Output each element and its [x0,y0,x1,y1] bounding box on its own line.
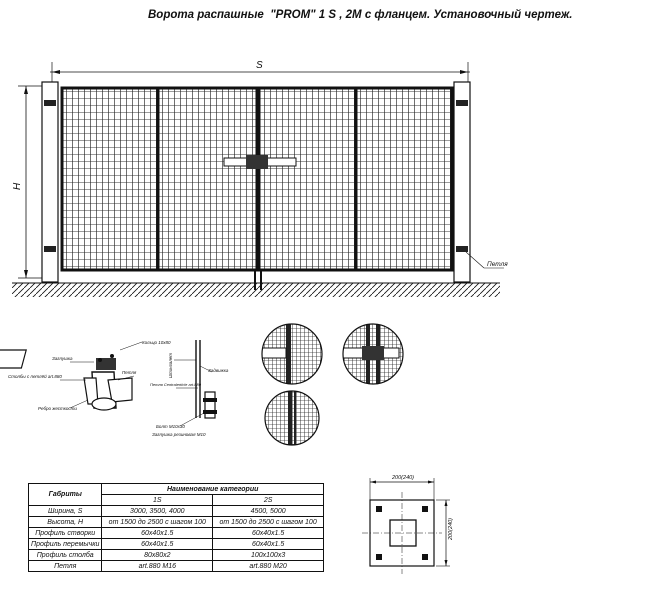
spec-header-left: Габриты [27,483,103,506]
row-value-1s: art.880 M16 [101,560,214,572]
row-label: Петля [27,560,103,572]
bracket-label-3: Петля [122,370,137,375]
spec-table: Габриты Наименование категории 1S 2S Шир… [27,483,324,572]
row-value-1s: от 1500 до 2500 с шагом 100 [101,516,214,528]
stopper-label-5: Заглушка резиновая М10 [152,432,206,437]
spec-col-2s: 2S [212,494,324,506]
row-value-1s: 60х40х1.5 [101,538,214,550]
spec-col-1s: 1S [101,494,214,506]
table-row: Петля art.880 M16 art.880 M20 [27,560,324,572]
stopper-detail: Шпингалет Задвижка Петля Centralerticle … [150,340,229,437]
row-value-2s: 60х40х1.5 [212,527,324,539]
drawing-title: Ворота распашные "PROM" 1 S , 2M с фланц… [148,9,573,21]
row-value-2s: 4500, 5000 [212,505,324,517]
row-value-2s: art.880 M20 [212,560,324,572]
gate-elevation: S H Петля [12,60,508,297]
bracket-label-5: Столбы с петлёй art.880 [8,373,62,379]
table-row: Профиль створки 60х40х1.5 60х40х1.5 [27,527,324,539]
row-label: Ширина, S [27,505,103,517]
row-value-2s: 60х40х1.5 [212,538,324,550]
table-row: Профиль столба 80х80х2 100х100х3 [27,549,324,561]
flange-dim-top: 200(240) [391,475,414,481]
bracket-detail: Кольцо 10х80 Заглушка Петля Ребро жестко… [0,340,171,411]
row-value-1s: 3000, 3500, 4000 [101,505,214,517]
spec-header-group: Наименование категории [101,483,324,495]
row-label: Профиль столба [27,549,103,561]
flange-plan: 200(240) 200(240) [362,475,454,574]
detail-circle-latch [342,323,404,385]
table-row: Высота, H от 1500 до 2500 с шагом 100 от… [27,516,324,528]
bracket-label-1: Кольцо 10х80 [142,340,171,345]
right-post [453,81,471,283]
row-label: Высота, H [27,516,103,528]
stopper-label-4: Болт М10х30 [156,424,185,429]
flange-dim-side: 200(240) [448,518,454,541]
row-value-2s: 100х100х3 [212,549,324,561]
detail-circle-stopper [264,390,320,446]
detail-circle-hinge [261,323,323,385]
width-label: S [256,60,263,71]
row-value-1s: 60х40х1.5 [101,527,214,539]
table-row: Ширина, S 3000, 3500, 4000 4500, 5000 [27,505,324,517]
row-label: Профиль створки [27,527,103,539]
table-row: Профиль перемычки 60х40х1.5 60х40х1.5 [27,538,324,550]
height-label: H [12,182,23,190]
row-value-2s: от 1500 до 2500 с шагом 100 [212,516,324,528]
stopper-label-1: Шпингалет [168,353,173,378]
hinge-callout: Петля [487,261,508,268]
stopper-label-3: Петля Centralerticle art.880 [150,382,202,387]
left-post [41,81,59,283]
stopper-label-2: Задвижка [208,368,229,373]
row-label: Профиль перемычки [27,538,103,550]
bracket-label-4: Ребро жесткости [38,406,77,411]
row-value-1s: 80х80х2 [101,549,214,561]
bracket-label-2: Заглушка [52,356,73,361]
